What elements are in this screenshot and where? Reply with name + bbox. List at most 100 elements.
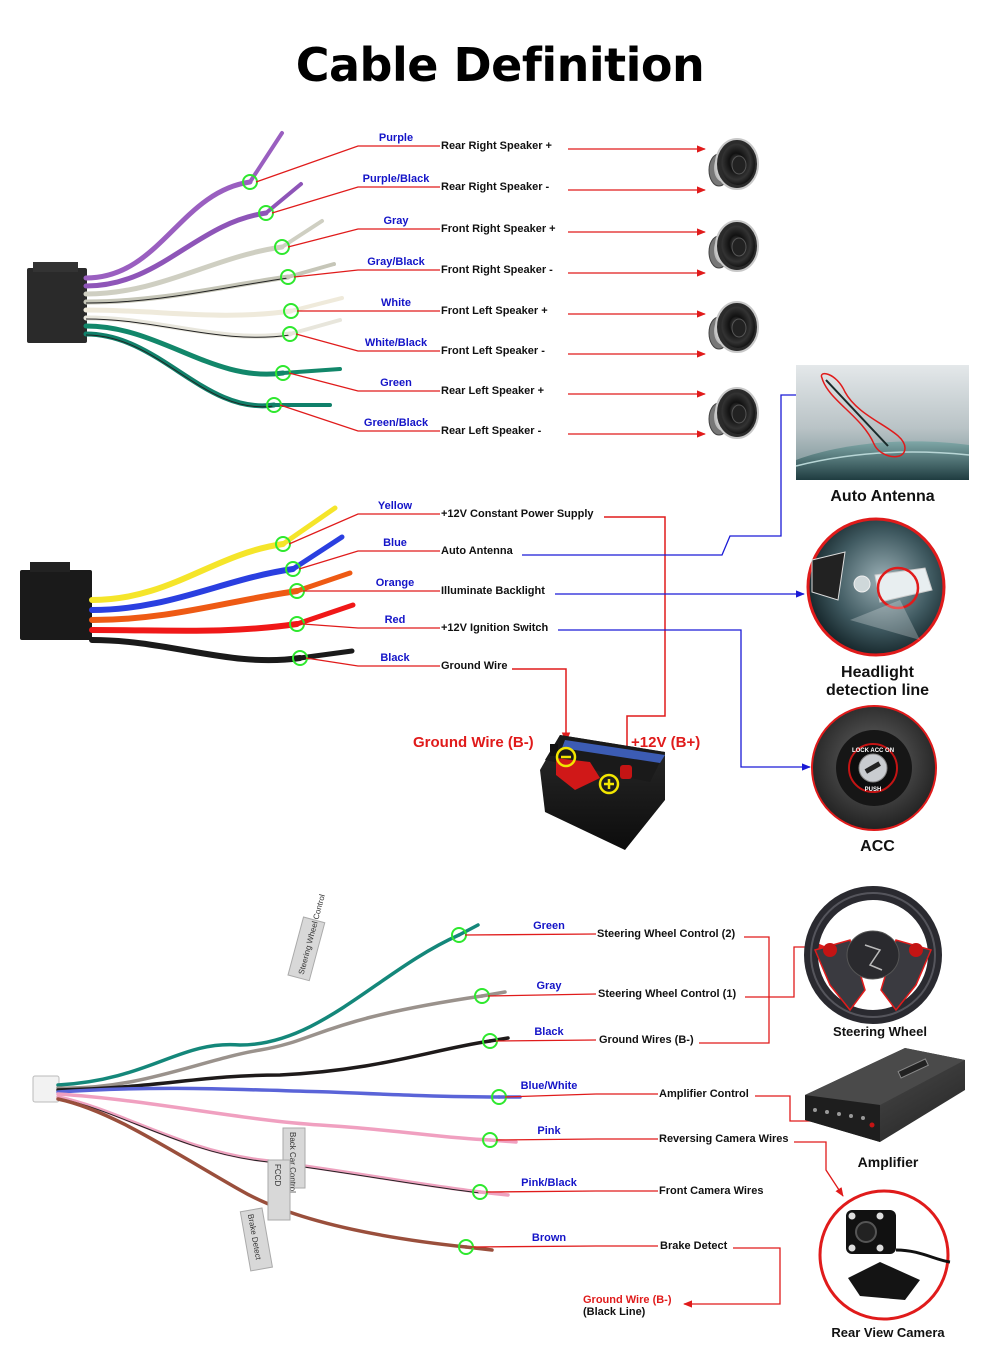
wire-tip xyxy=(248,131,284,184)
page-title: Cable Definition xyxy=(295,38,705,92)
wire-color-label: Gray xyxy=(383,215,409,227)
wire-tip xyxy=(457,923,480,937)
wire-function-label: Front Left Speaker + xyxy=(440,305,549,317)
route-brake-ground xyxy=(683,1247,781,1308)
plus-symbol-icon xyxy=(598,773,620,795)
harness-wire xyxy=(83,315,293,339)
wire-tip xyxy=(281,367,342,375)
route-acc xyxy=(558,629,811,771)
wire-tag: Brake Detect xyxy=(239,1207,273,1272)
speaker-icon xyxy=(708,301,759,353)
highlight-circle xyxy=(876,566,920,610)
leader-line xyxy=(485,1190,597,1193)
wire-tip xyxy=(288,318,342,336)
wire-tag-text: Back Car Control xyxy=(288,1132,297,1193)
leader-line xyxy=(271,186,440,214)
wire-tip xyxy=(488,1138,518,1144)
wire-tag: Steering Wheel Control xyxy=(287,893,327,982)
harness-wire xyxy=(56,994,484,1090)
leader-line xyxy=(255,145,440,183)
wire-color-label: Pink xyxy=(537,1125,561,1137)
minus-symbol-icon xyxy=(555,746,577,768)
svg-text:PUSH: PUSH xyxy=(865,787,882,793)
harness-wire xyxy=(56,1095,482,1194)
harness-wire xyxy=(56,1086,501,1099)
wire-tip xyxy=(480,990,507,998)
connector-plug xyxy=(32,1075,60,1103)
rear-camera-image xyxy=(818,1189,951,1321)
brake-ground-note: Ground Wire (B-) xyxy=(583,1294,672,1306)
wire-function-label: Auto Antenna xyxy=(440,545,514,557)
wire-color-label: Purple xyxy=(378,132,414,144)
wire-stripe xyxy=(85,277,289,304)
wire-function-label: Amplifier Control xyxy=(658,1088,750,1100)
swc-button-1 xyxy=(823,943,837,957)
wire-function-label: Ground Wire xyxy=(440,660,509,672)
wire-color-label: Orange xyxy=(375,577,415,589)
wire-tip xyxy=(290,534,345,572)
ignition-switch-image: LOCK ACC ON PUSH xyxy=(811,705,937,831)
amplifier-label: Amplifier xyxy=(857,1154,919,1170)
led xyxy=(876,1244,884,1252)
connector-block xyxy=(27,268,87,343)
wire-color-label: Blue/White xyxy=(520,1080,578,1092)
harness-wire xyxy=(56,1092,492,1142)
wire-color-label: Black xyxy=(534,1026,564,1038)
route-swc-bracket xyxy=(699,936,770,1044)
wire-color-label: Pink/Black xyxy=(521,1177,577,1189)
battery-image xyxy=(540,735,665,850)
highlight-outline xyxy=(820,372,906,458)
wire-function-label: Steering Wheel Control (1) xyxy=(597,988,738,1000)
brand-plate xyxy=(897,1058,929,1079)
leader-line xyxy=(495,1138,597,1141)
connector-latch xyxy=(30,562,70,572)
wire-tip xyxy=(478,1190,510,1197)
positive-terminal xyxy=(620,765,632,779)
wire-color-label: Yellow xyxy=(377,500,413,512)
wire-color-label: Red xyxy=(384,614,406,626)
wire-tag-text: FCCD xyxy=(273,1164,282,1186)
harness-wire xyxy=(56,933,461,1087)
wire-function-label: +12V Constant Power Supply xyxy=(440,508,595,520)
wire-tip xyxy=(294,570,353,594)
route-antenna xyxy=(522,391,823,556)
auto-antenna-label: Auto Antenna xyxy=(830,488,935,505)
steering-wheel-label: Steering Wheel xyxy=(833,1024,927,1039)
wire-function-label: Front Right Speaker - xyxy=(440,264,554,276)
wire-color-label: Brown xyxy=(531,1232,567,1244)
route-12v-constant xyxy=(604,516,666,780)
leader-line xyxy=(287,228,440,248)
wire-color-label: White xyxy=(381,297,411,309)
camera-cable xyxy=(895,1248,951,1264)
harness-wire xyxy=(83,307,294,318)
key-slot xyxy=(864,761,881,774)
led xyxy=(876,1212,884,1220)
car-antenna-image xyxy=(795,365,970,480)
wire-tip xyxy=(289,296,344,313)
wire-stripe xyxy=(85,318,291,338)
wire-color-label: Purple/Black xyxy=(362,173,430,185)
wire-color-label: Gray/Black xyxy=(367,256,425,268)
route-ground xyxy=(512,668,571,744)
leader-line xyxy=(495,1039,597,1042)
wire-tip xyxy=(280,505,338,547)
harness-wire xyxy=(89,637,303,664)
wire-color-label: Gray xyxy=(536,980,562,992)
leader-line xyxy=(464,933,597,936)
leader-line xyxy=(279,404,440,432)
wire-function-label: Front Camera Wires xyxy=(658,1185,765,1197)
svg-text:LOCK ACC ON: LOCK ACC ON xyxy=(852,748,894,754)
wire-tip xyxy=(297,648,355,661)
wire-function-label: Front Left Speaker - xyxy=(440,345,546,357)
leader-line xyxy=(487,993,597,997)
headlight-label-line2: detection line xyxy=(825,682,930,699)
harness-wire xyxy=(89,621,300,634)
wire-color-label: Green/Black xyxy=(363,417,429,429)
connector-latch xyxy=(33,262,78,272)
wire-function-label: Ground Wires (B-) xyxy=(598,1034,695,1046)
speaker-icon xyxy=(708,138,759,190)
leader-line xyxy=(288,513,440,545)
